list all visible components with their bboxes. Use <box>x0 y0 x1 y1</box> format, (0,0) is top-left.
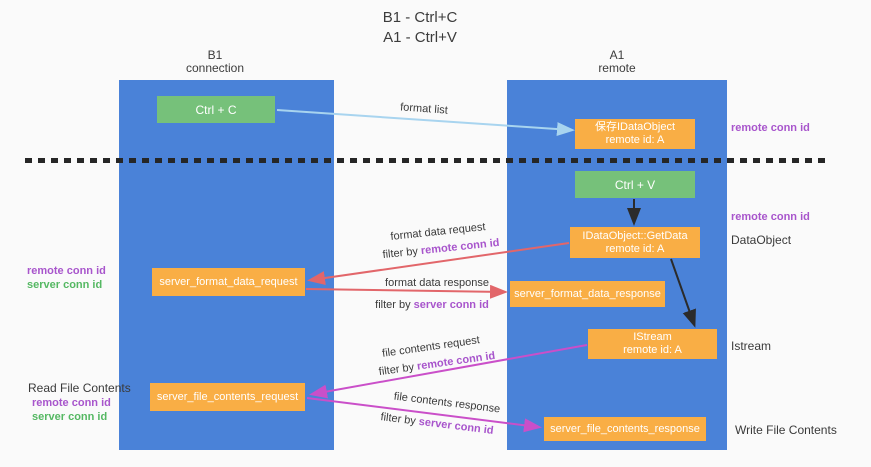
node-server-format-data-response-label: server_format_data_response <box>514 287 661 300</box>
title-line-2: A1 - Ctrl+V <box>383 29 457 46</box>
node-ctrl-c-label: Ctrl + C <box>195 102 237 117</box>
annotation-dataobject: DataObject <box>731 233 792 247</box>
node-save-idataobject-line2: remote id: A <box>605 134 665 146</box>
node-ctrl-v: Ctrl + V <box>575 171 695 198</box>
lifeline-a1-name: A1 <box>609 48 625 62</box>
node-ctrl-c: Ctrl + C <box>157 96 275 123</box>
label-format-data-response-filter: filter by server conn id <box>375 299 489 311</box>
lifeline-b1-header: B1 connection <box>155 49 275 75</box>
node-idataobject-getdata-line2: remote id: A <box>605 242 665 255</box>
lifeline-b1-sub: connection <box>185 61 245 75</box>
arrow-file-contents-request <box>309 344 588 399</box>
node-idataobject-getdata: IDataObject::GetData remote id: A <box>570 227 700 258</box>
node-istream-line1: IStream <box>633 331 672 343</box>
node-server-file-contents-request-label: server_file_contents_request <box>156 390 299 403</box>
node-server-file-contents-request: server_file_contents_request <box>150 383 305 411</box>
title-line-1: B1 - Ctrl+C <box>382 9 458 26</box>
annotation-write-file-contents: Write File Contents <box>735 423 837 437</box>
annotation-server-conn-id-left2: server conn id <box>32 411 108 423</box>
filter-key-server-conn-id: server conn id <box>413 299 489 311</box>
annotation-server-conn-id-left1: server conn id <box>27 279 103 291</box>
node-ctrl-v-label: Ctrl + V <box>614 177 656 192</box>
arrow-file-contents-response <box>306 397 542 433</box>
node-save-idataobject-line1: 保存IDataObject <box>594 121 676 133</box>
label-format-data-response: format data response <box>385 277 489 289</box>
lifeline-a1-sub: remote <box>598 61 636 75</box>
node-server-file-contents-response-label: server_file_contents_response <box>550 422 700 435</box>
node-istream: IStream remote id: A <box>588 329 717 359</box>
node-idataobject-getdata-line1: IDataObject::GetData <box>582 229 688 242</box>
arrow-format-data-response <box>305 284 508 299</box>
node-istream-line2: remote id: A <box>623 344 682 356</box>
annotation-istream: Istream <box>731 339 772 353</box>
node-server-format-data-request-label: server_format_data_request <box>159 275 298 288</box>
filter-prefix: filter by <box>375 299 414 311</box>
annotation-read-file-contents: Read File Contents <box>28 381 131 395</box>
arrow-getdata-to-istream <box>670 258 696 328</box>
annotation-remote-conn-id-left2: remote conn id <box>32 397 111 409</box>
node-server-format-data-request: server_format_data_request <box>152 268 305 296</box>
node-server-format-data-response: server_format_data_response <box>510 281 665 307</box>
annotation-remote-conn-id-top: remote conn id <box>731 122 810 134</box>
arrow-format-list <box>276 109 575 137</box>
annotation-remote-conn-id-mid: remote conn id <box>731 211 810 223</box>
lifeline-a1-header: A1 remote <box>557 49 677 75</box>
phase-separator-dashed-line <box>25 158 831 163</box>
arrow-format-data-request <box>307 242 570 285</box>
lifeline-b1-name: B1 <box>207 48 223 62</box>
node-server-file-contents-response: server_file_contents_response <box>544 417 706 441</box>
label-format-data-response-text: format data response <box>385 277 489 289</box>
diagram-title: B1 - Ctrl+C A1 - Ctrl+V <box>300 8 540 48</box>
annotation-remote-conn-id-left1: remote conn id <box>27 265 106 277</box>
node-save-idataobject: 保存IDataObject remote id: A <box>575 119 695 149</box>
